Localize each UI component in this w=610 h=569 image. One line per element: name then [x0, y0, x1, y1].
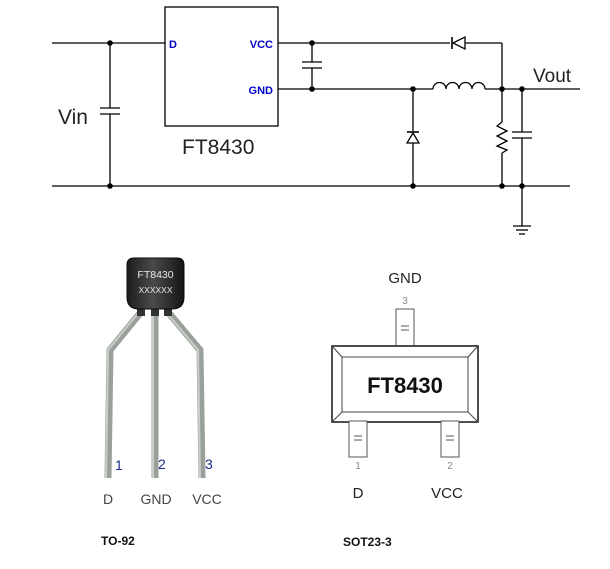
sot23-bevel — [331, 345, 343, 358]
junction-dots — [107, 40, 525, 189]
to92-pin-number-2: 2 — [158, 456, 166, 472]
to92-pin-name-d: D — [103, 491, 113, 507]
junction-dot — [410, 86, 416, 92]
sot23-chip-name: FT8430 — [367, 373, 443, 398]
to92-pin-number-3: 3 — [205, 456, 213, 472]
chip-pin-d-label: D — [169, 39, 177, 51]
to92-lead-3 — [165, 309, 206, 479]
junction-dot — [519, 86, 525, 92]
vin-label: Vin — [58, 106, 88, 129]
sot23-pin-number-1: 1 — [355, 461, 361, 472]
chip-pin-vcc-label: VCC — [250, 39, 273, 51]
vout-label: Vout — [533, 66, 572, 87]
sot23-pin-number-2: 2 — [447, 461, 453, 472]
to92-leads — [104, 309, 206, 479]
to92-body — [126, 257, 185, 310]
to92-body-text-line1: FT8430 — [137, 269, 173, 281]
junction-dot — [499, 183, 505, 189]
sot23-bevel — [331, 411, 343, 423]
to92-pin-name-gnd: GND — [140, 491, 171, 507]
junction-dot — [309, 40, 315, 46]
to92-package-label: TO-92 — [101, 534, 135, 548]
sot23-pin-1 — [348, 420, 368, 458]
to92-pin-number-1: 1 — [115, 457, 123, 473]
junction-dot — [410, 183, 416, 189]
sot23-pin-label-d: D — [353, 485, 364, 502]
sot23-bevel — [467, 345, 479, 358]
to92-body-text-line2: XXXXXX — [138, 285, 172, 295]
junction-dot — [519, 183, 525, 189]
to92-lead-highlights — [105, 311, 201, 479]
junction-dot — [499, 86, 505, 92]
to92-pin-name-vcc: VCC — [192, 491, 222, 507]
to92-lead-stub — [164, 306, 172, 316]
junction-dot — [107, 183, 113, 189]
sot23-package: GND 3 FT8430 1 2 D VCC SOT23-3 — [331, 270, 479, 549]
sot23-pin-2 — [440, 420, 460, 458]
to92-lead-1 — [104, 309, 144, 479]
sot23-pin-3 — [395, 308, 415, 348]
junction-dot — [309, 86, 315, 92]
chip-box — [164, 6, 279, 127]
chip-pin-gnd-label: GND — [249, 85, 274, 97]
freewheel-diode — [405, 131, 421, 144]
sot23-bevel — [467, 411, 479, 423]
sot23-top-pin-number: 3 — [402, 296, 408, 307]
sot23-top-pin-label: GND — [388, 270, 422, 287]
sot23-package-label: SOT23-3 — [343, 535, 392, 549]
chip-name-label: FT8430 — [182, 136, 254, 159]
to92-lead-stub — [151, 306, 159, 316]
inductor — [432, 81, 486, 90]
series-diode — [451, 35, 466, 51]
to92-package: FT8430 XXXXXX 1 2 3 D GND VCC TO-92 — [101, 257, 222, 548]
sot23-body-inner — [341, 356, 469, 413]
output-resistor — [495, 121, 509, 154]
application-schematic — [52, 6, 580, 235]
junction-dot — [107, 40, 113, 46]
to92-lead-stub — [137, 306, 145, 316]
sot23-pin-label-vcc: VCC — [431, 485, 463, 502]
